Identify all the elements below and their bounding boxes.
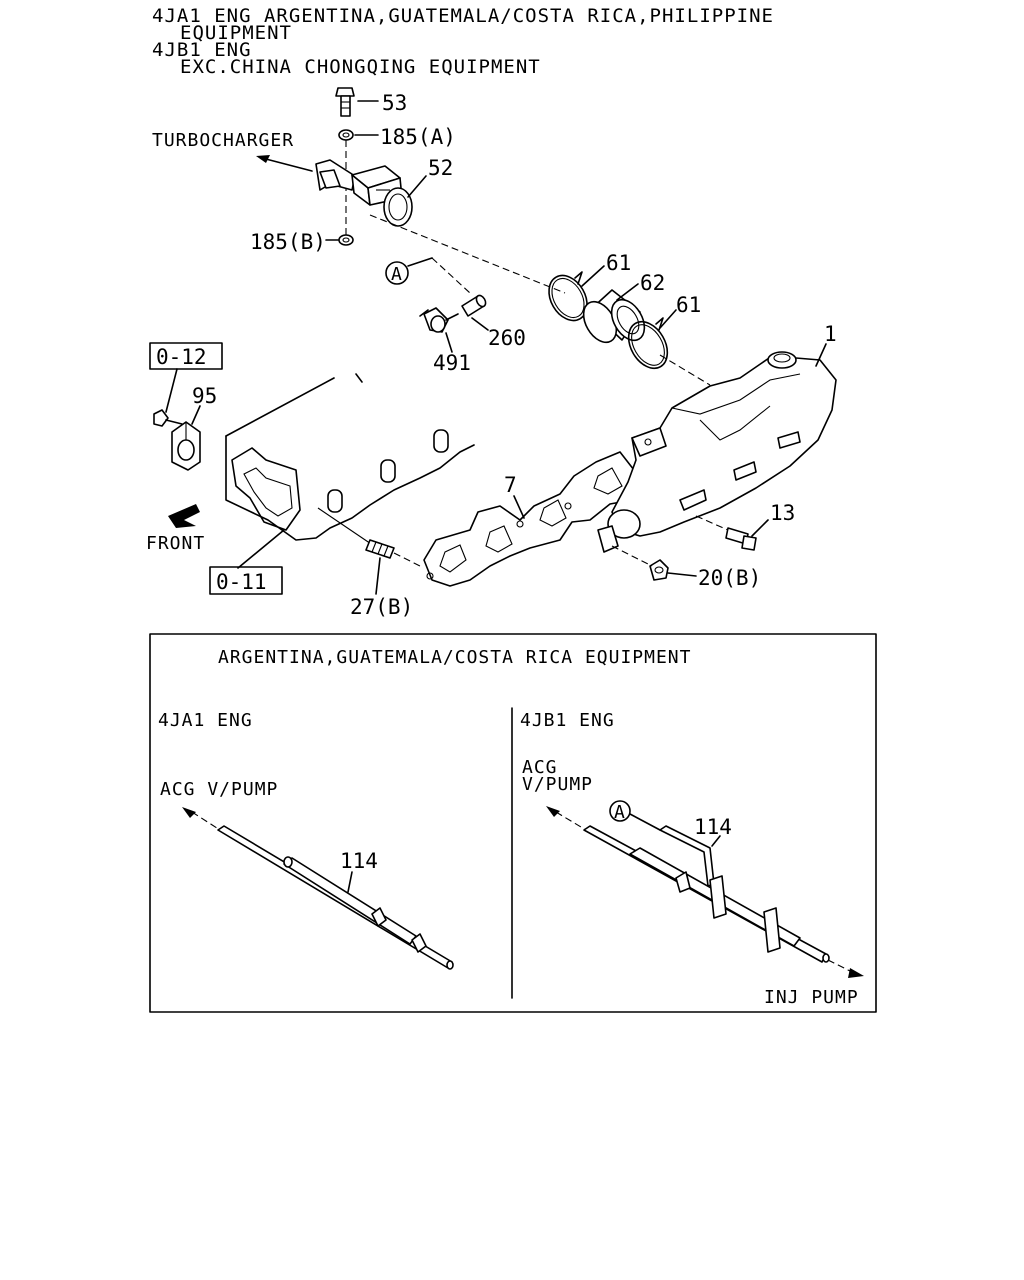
inset-right-engine: 4JB1 ENG <box>520 710 615 731</box>
right-direction-label-2: V/PUMP <box>522 774 593 795</box>
ref-0-11-text: 0-11 <box>216 570 267 594</box>
ref-box-0-11[interactable] <box>209 566 283 595</box>
leader-491 <box>445 332 453 353</box>
egr-pipe-52[interactable] <box>315 159 413 227</box>
right-ref-a-leader <box>629 813 661 831</box>
callout-95: 95 <box>192 384 217 408</box>
callout-61-upper: 61 <box>606 251 631 275</box>
callout-52: 52 <box>428 156 453 180</box>
left-arrow-head <box>182 807 196 818</box>
callout-13: 13 <box>770 501 795 525</box>
leader-0-11 <box>237 529 285 569</box>
cylinder-head <box>225 373 475 551</box>
callout-1: 1 <box>824 322 837 346</box>
callout-114-left: 114 <box>340 849 378 873</box>
bolt-13-axis <box>695 515 729 531</box>
leader-61-upper <box>581 265 605 287</box>
header-line-1: 4JA1 ENG ARGENTINA,GUATEMALA/COSTA RICA,… <box>152 5 774 27</box>
header-line-2: EQUIPMENT <box>180 22 292 44</box>
leader-95 <box>191 405 201 425</box>
bolt-53[interactable] <box>335 87 355 117</box>
leader-7 <box>513 495 525 519</box>
clamp-61-upper[interactable] <box>541 269 594 328</box>
callout-7: 7 <box>504 473 517 497</box>
right-arrow-head-bottom <box>848 968 864 978</box>
leader-114-right <box>711 835 721 847</box>
nut-axis <box>611 545 653 567</box>
ref-a-leader <box>407 257 433 267</box>
stud-axis <box>393 552 421 567</box>
pipe-axis-2 <box>659 354 711 386</box>
label-turbocharger: TURBOCHARGER <box>152 130 294 151</box>
header-line-4: EXC.CHINA CHONGQING EQUIPMENT <box>180 56 541 78</box>
inset-box <box>149 633 877 1013</box>
sensor-491[interactable] <box>419 307 459 333</box>
inset-title: ARGENTINA,GUATEMALA/COSTA RICA EQUIPMENT <box>218 647 691 668</box>
leader-114-left <box>347 871 353 893</box>
washer-185b[interactable] <box>338 234 354 246</box>
washer-185a[interactable] <box>338 129 354 141</box>
hose-62[interactable] <box>577 289 651 348</box>
right-ref-a-circle <box>609 800 631 822</box>
label-front: FRONT <box>146 533 205 554</box>
leader-0-12 <box>165 368 178 413</box>
right-arrow-head-top <box>546 806 560 817</box>
header-line-3: 4JB1 ENG <box>152 39 252 61</box>
ref-a-dash <box>431 257 471 294</box>
leader-52 <box>407 175 427 198</box>
ref-box-0-12[interactable] <box>149 342 223 370</box>
bolt-13[interactable] <box>725 527 757 551</box>
leader-13 <box>751 519 769 537</box>
callout-185b: 185(B) <box>250 230 326 254</box>
right-direction-label-1: ACG <box>522 757 558 778</box>
callout-260: 260 <box>488 326 526 350</box>
clamp-61-lower[interactable] <box>621 315 675 375</box>
bracket-95[interactable] <box>171 421 201 471</box>
arrow-turbocharger-line <box>261 157 313 172</box>
left-direction-label: ACG V/PUMP <box>160 779 278 800</box>
stud-27b[interactable] <box>365 539 395 559</box>
right-bottom-label: INJ PUMP <box>764 987 859 1008</box>
callout-491: 491 <box>433 351 471 375</box>
leader-20b <box>667 572 697 577</box>
pipe-114-right[interactable] <box>583 825 830 963</box>
callout-27b: 27(B) <box>350 595 413 619</box>
callout-114-right: 114 <box>694 815 732 839</box>
left-arrow-dash <box>191 811 221 831</box>
pipe-axis-1 <box>369 214 566 294</box>
ref-0-12-text: 0-12 <box>156 345 207 369</box>
inset-left-engine: 4JA1 ENG <box>158 710 253 731</box>
fitting-260[interactable] <box>461 294 487 317</box>
callout-61-lower: 61 <box>676 293 701 317</box>
callout-53: 53 <box>382 91 407 115</box>
callout-185a: 185(A) <box>380 125 456 149</box>
gasket-7[interactable] <box>423 451 635 587</box>
leader-260 <box>471 317 489 331</box>
leader-61-lower <box>659 309 677 329</box>
leader-27b <box>375 557 381 595</box>
right-arrow-dash-top <box>555 811 587 831</box>
leader-1 <box>815 343 827 367</box>
arrow-turbocharger-head <box>256 155 270 163</box>
callout-62: 62 <box>640 271 665 295</box>
leader-62 <box>616 283 639 301</box>
right-arrow-dash-bottom <box>827 959 853 973</box>
exhaust-manifold-1[interactable] <box>597 351 837 553</box>
ref-a-circle <box>385 261 409 285</box>
bolt-small-left[interactable] <box>153 409 183 427</box>
right-ref-a-text: A <box>614 802 626 823</box>
front-arrow-icon <box>168 504 200 528</box>
nut-20b[interactable] <box>649 559 669 581</box>
pipe-114-left[interactable] <box>217 825 454 970</box>
ref-a-text: A <box>391 264 403 285</box>
callout-20b: 20(B) <box>698 566 761 590</box>
